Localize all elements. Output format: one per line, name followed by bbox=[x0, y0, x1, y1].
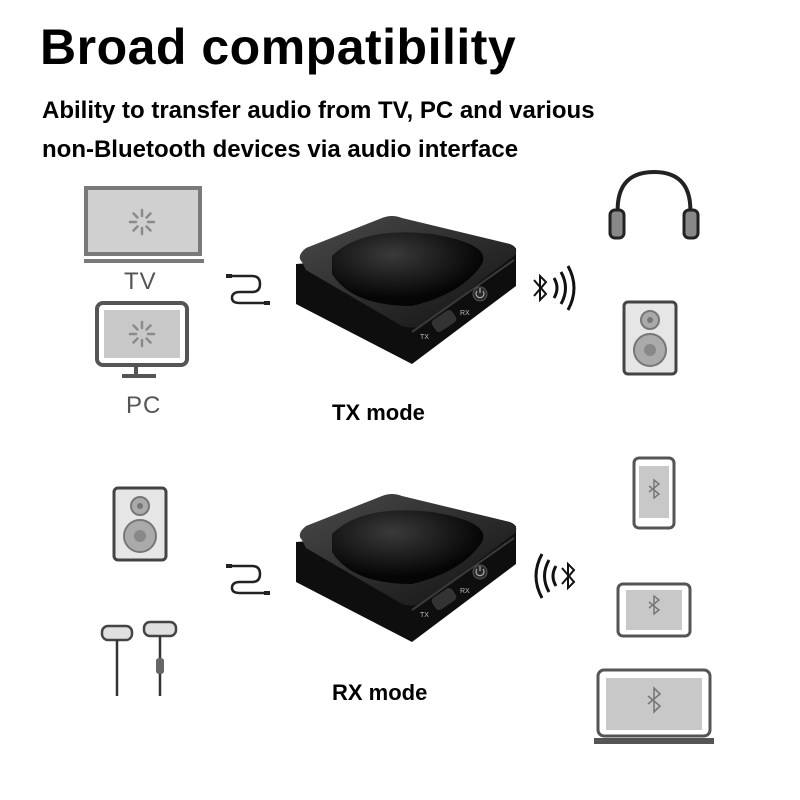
rx-switch-label: RX bbox=[460, 310, 470, 317]
subtitle-line-1: Ability to transfer audio from TV, PC an… bbox=[42, 97, 595, 124]
bluetooth-receiver-device bbox=[296, 494, 517, 642]
page-title: Broad compatibility bbox=[40, 19, 517, 75]
tx-switch-label-rx: TX bbox=[420, 612, 429, 619]
bluetooth-transmitter-device bbox=[296, 216, 517, 364]
speaker-icon bbox=[622, 300, 678, 376]
rx-switch-label-rx: RX bbox=[460, 588, 470, 595]
tv-label: TV bbox=[124, 268, 157, 295]
bluetooth-signal-icon bbox=[533, 265, 576, 311]
tv-icon bbox=[84, 186, 204, 263]
audio-cable-icon bbox=[226, 274, 270, 305]
smartphone-icon bbox=[632, 456, 676, 530]
subtitle-line-2: non-Bluetooth devices via audio interfac… bbox=[42, 136, 519, 163]
pc-label: PC bbox=[126, 392, 162, 419]
rx-mode-label: RX mode bbox=[332, 680, 428, 705]
tx-mode-label: TX mode bbox=[332, 400, 425, 425]
earphones-icon bbox=[100, 620, 178, 696]
audio-cable-icon-rx bbox=[226, 564, 270, 595]
pc-monitor-icon bbox=[95, 301, 189, 378]
headphones-icon bbox=[608, 169, 700, 240]
tx-switch-label: TX bbox=[420, 334, 429, 341]
tablet-icon bbox=[616, 582, 692, 638]
speaker-icon-rx bbox=[112, 486, 168, 562]
laptop-icon bbox=[594, 668, 714, 744]
loading-icon bbox=[128, 208, 156, 236]
bluetooth-signal-icon-rx bbox=[534, 553, 576, 599]
